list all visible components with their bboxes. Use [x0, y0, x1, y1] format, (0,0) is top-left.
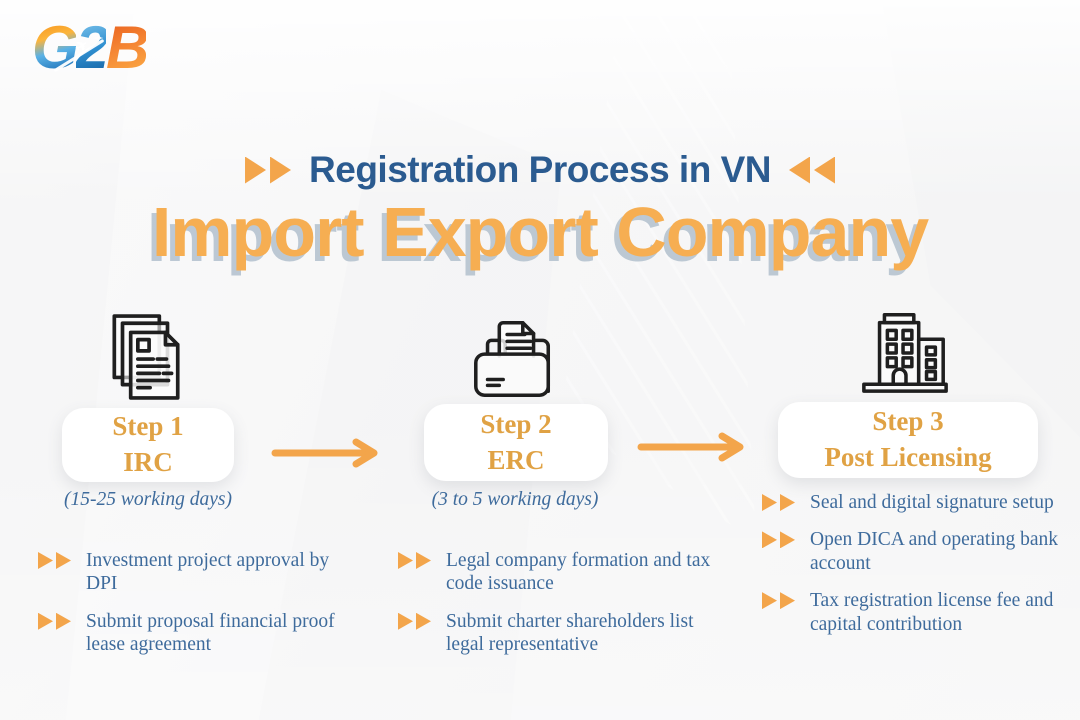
double-arrow-right-icon [398, 552, 431, 596]
connector-arrow-icon [636, 432, 758, 462]
step-3-card: Step 3 Post Licensing [778, 402, 1038, 478]
step-3-name: Post Licensing [824, 442, 992, 472]
list-item: Open DICA and operating bank account [762, 528, 1068, 575]
double-arrow-right-icon [762, 494, 795, 514]
kicker-row: Registration Process in VN [0, 149, 1080, 191]
g2b-logo: G2B ✈ ✦ [32, 14, 149, 81]
bullet-text: Legal company formation and tax code iss… [446, 550, 711, 595]
arrow-right-icon [762, 494, 777, 511]
step-1-bullet-list: Investment project approval by DPI Submi… [38, 549, 348, 657]
list-item: Tax registration license fee and capital… [762, 589, 1068, 636]
double-arrow-right-icon [398, 612, 431, 657]
step-3-bullet-list: Seal and digital signature setup Open DI… [762, 491, 1068, 636]
step-2-label: Step 2 [480, 408, 552, 439]
double-arrow-right-icon [245, 156, 292, 184]
bullet-text: Open DICA and operating bank account [810, 529, 1059, 574]
list-item: Submit proposal financial proof lease ag… [38, 610, 348, 657]
step-1-label: Step 1 [112, 411, 184, 442]
double-arrow-right-icon [762, 592, 795, 636]
bullet-text: Submit proposal financial proof lease ag… [86, 610, 335, 656]
step-1-name: IRC [123, 447, 173, 477]
arrow-right-icon [416, 552, 431, 569]
arrow-right-icon [245, 156, 267, 184]
arrow-left-icon [788, 156, 810, 184]
arrow-right-icon [270, 156, 292, 184]
step-1-card: Step 1 IRC [62, 408, 234, 482]
arrow-right-icon [762, 531, 777, 549]
list-item: Legal company formation and tax code iss… [398, 549, 714, 596]
bullet-text: Tax registration license fee and capital… [810, 590, 1054, 635]
bullet-text: Seal and digital signature setup [810, 492, 1054, 513]
list-item: Submit charter shareholders list legal r… [398, 610, 714, 657]
arrow-right-icon [38, 552, 53, 569]
arrow-right-icon [780, 531, 795, 549]
kicker-title: Registration Process in VN [309, 149, 771, 190]
step-1-duration: (15-25 working days) [64, 489, 232, 510]
step-2-card: Step 2 ERC [424, 404, 608, 481]
arrow-right-icon [780, 592, 795, 610]
arrow-right-icon [38, 612, 53, 630]
step-2-name: ERC [487, 444, 545, 475]
step-2-duration: (3 to 5 working days) [431, 489, 599, 510]
step-2-bullet-list: Legal company formation and tax code iss… [398, 549, 714, 657]
double-arrow-right-icon [38, 612, 71, 657]
arrow-right-icon [780, 494, 795, 511]
stacked-documents-icon [102, 312, 188, 402]
arrow-right-icon [398, 552, 413, 569]
arrow-left-icon [813, 156, 835, 184]
folder-document-icon [466, 314, 560, 402]
double-arrow-right-icon [762, 531, 795, 575]
page-title: Import Export Company [151, 193, 929, 271]
star-icon: ✦ [94, 33, 103, 45]
connector-arrow-icon [270, 438, 392, 468]
logo-letter-b: B [106, 14, 149, 81]
arrow-right-icon [56, 612, 71, 630]
double-arrow-right-icon [38, 552, 71, 596]
bullet-text: Submit charter shareholders list legal r… [446, 610, 694, 656]
list-item: Seal and digital signature setup [762, 491, 1068, 514]
double-arrow-left-icon [788, 156, 835, 184]
bullet-text: Investment project approval by DPI [86, 550, 330, 595]
arrow-right-icon [398, 612, 413, 630]
list-item: Investment project approval by DPI [38, 549, 348, 596]
arrow-right-icon [416, 612, 431, 630]
step-3-label: Step 3 [872, 406, 944, 437]
arrow-right-icon [762, 592, 777, 610]
arrow-right-icon [56, 552, 71, 569]
office-building-icon [858, 306, 952, 396]
